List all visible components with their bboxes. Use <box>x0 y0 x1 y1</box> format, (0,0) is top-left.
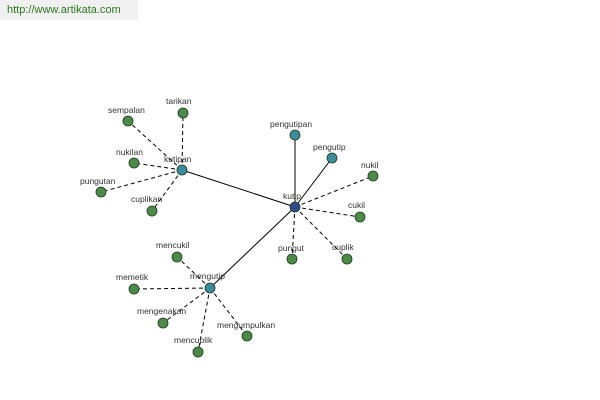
node-tarikan[interactable] <box>177 107 189 119</box>
node-label-mengumpulkan: mengumpulkan <box>217 320 275 330</box>
node-layer <box>95 107 379 358</box>
node-cuplik[interactable] <box>341 253 353 265</box>
node-label-cuplikan: cuplikan <box>131 194 162 204</box>
node-nukilan[interactable] <box>128 157 140 169</box>
node-cukil[interactable] <box>354 211 366 223</box>
edge-kutipan-nukilan <box>133 162 183 171</box>
node-sempalan[interactable] <box>122 115 134 127</box>
node-label-mengutip: mengutip <box>190 271 225 281</box>
edge-mengutip-mengumpulkan <box>209 287 248 337</box>
node-label-kutip: kutip <box>283 191 301 201</box>
node-label-sempalan: sempalan <box>108 105 145 115</box>
node-label-pengutipan: pengutipan <box>270 119 312 129</box>
node-label-memetik: memetik <box>116 272 149 282</box>
edge-kutip-mengutip <box>209 206 296 289</box>
node-label-kutipan: kutipan <box>164 154 192 164</box>
edge-kutip-cukil <box>294 206 361 218</box>
label-layer: sempalan tarikan nukilan pungutan cuplikan nu… <box>80 96 379 345</box>
edge-kutip-pengutip <box>294 157 333 208</box>
edge-kutipan-sempalan <box>127 120 183 171</box>
node-pungut[interactable] <box>286 253 298 265</box>
node-nukil[interactable] <box>367 170 379 182</box>
node-mencuplik[interactable] <box>192 346 204 358</box>
edge-kutipan-tarikan <box>181 112 184 171</box>
node-pengutipan[interactable] <box>289 129 301 141</box>
node-label-mencuplik: mencuplik <box>174 335 213 345</box>
edge-kutipan-cuplikan <box>151 169 183 212</box>
edge-mengutip-memetik <box>133 287 211 290</box>
node-cuplikan[interactable] <box>146 205 158 217</box>
node-kutip[interactable] <box>289 201 301 213</box>
url-banner[interactable]: http://www.artikata.com <box>0 0 138 20</box>
node-mengutip[interactable] <box>204 282 216 294</box>
node-label-pengutip: pengutip <box>313 142 346 152</box>
node-memetik[interactable] <box>128 283 140 295</box>
edge-kutip-cuplik <box>294 206 348 260</box>
edge-kutip-pungut <box>291 206 296 260</box>
node-kutipan[interactable] <box>176 164 188 176</box>
node-mencukil[interactable] <box>171 251 183 263</box>
node-mengenakan[interactable] <box>157 317 169 329</box>
edge-mengutip-mencuplik <box>197 287 211 353</box>
edge-mengutip-mencukil <box>176 256 211 289</box>
node-pungutan[interactable] <box>95 186 107 198</box>
node-label-tarikan: tarikan <box>166 96 192 106</box>
node-label-cukil: cukil <box>348 200 365 210</box>
edge-mengutip-mengenakan <box>162 287 211 324</box>
node-label-cuplik: cuplik <box>332 242 354 252</box>
node-label-nukilan: nukilan <box>116 147 143 157</box>
node-label-pungut: pungut <box>278 243 305 253</box>
node-label-pungutan: pungutan <box>80 176 116 186</box>
node-mengumpulkan[interactable] <box>241 330 253 342</box>
node-label-mencukil: mencukil <box>156 240 190 250</box>
node-label-mengenakan: mengenakan <box>137 306 186 316</box>
edge-layer <box>100 112 374 353</box>
edge-kutip-kutipan <box>181 169 296 208</box>
node-pengutip[interactable] <box>326 152 338 164</box>
node-label-nukil: nukil <box>361 160 379 170</box>
